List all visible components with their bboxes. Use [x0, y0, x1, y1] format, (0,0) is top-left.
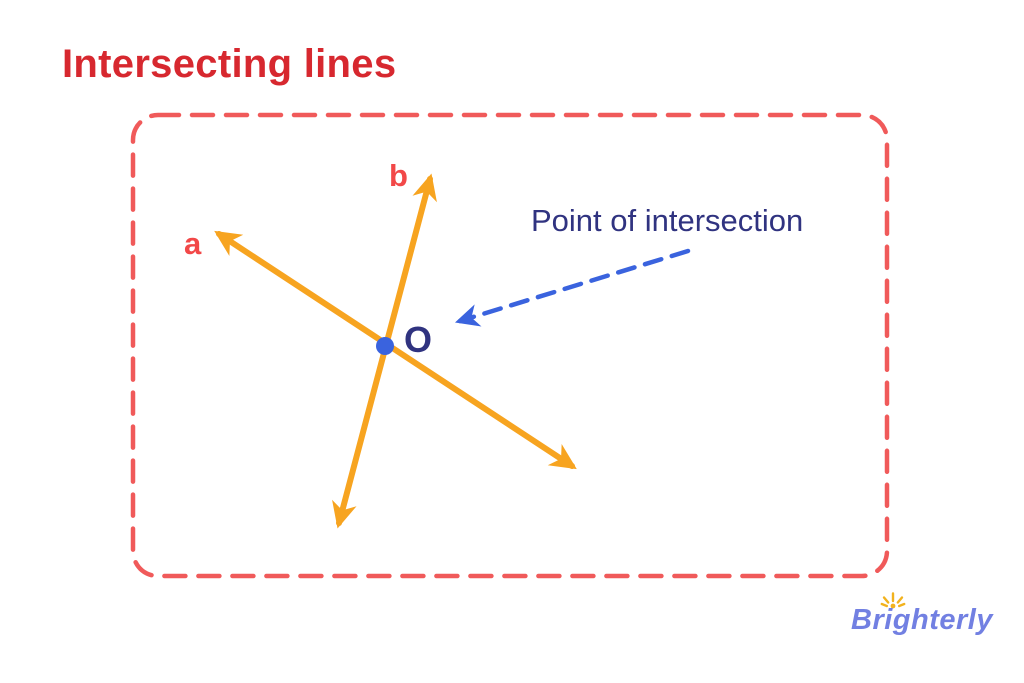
logo-text: Brighterly	[851, 604, 993, 636]
page-title: Intersecting lines	[62, 42, 397, 86]
dashed-frame	[130, 112, 890, 579]
sun-icon	[880, 592, 906, 609]
annotation-text: Point of intersection	[531, 203, 804, 238]
pointer-arrow	[454, 248, 691, 327]
brighterly-logo: Brighterly	[843, 592, 1003, 650]
line-b-label: b	[389, 158, 408, 193]
intersection-point	[376, 337, 394, 355]
line-a	[214, 230, 577, 470]
line-a-label: a	[184, 226, 202, 261]
intersection-label: O	[404, 319, 433, 360]
